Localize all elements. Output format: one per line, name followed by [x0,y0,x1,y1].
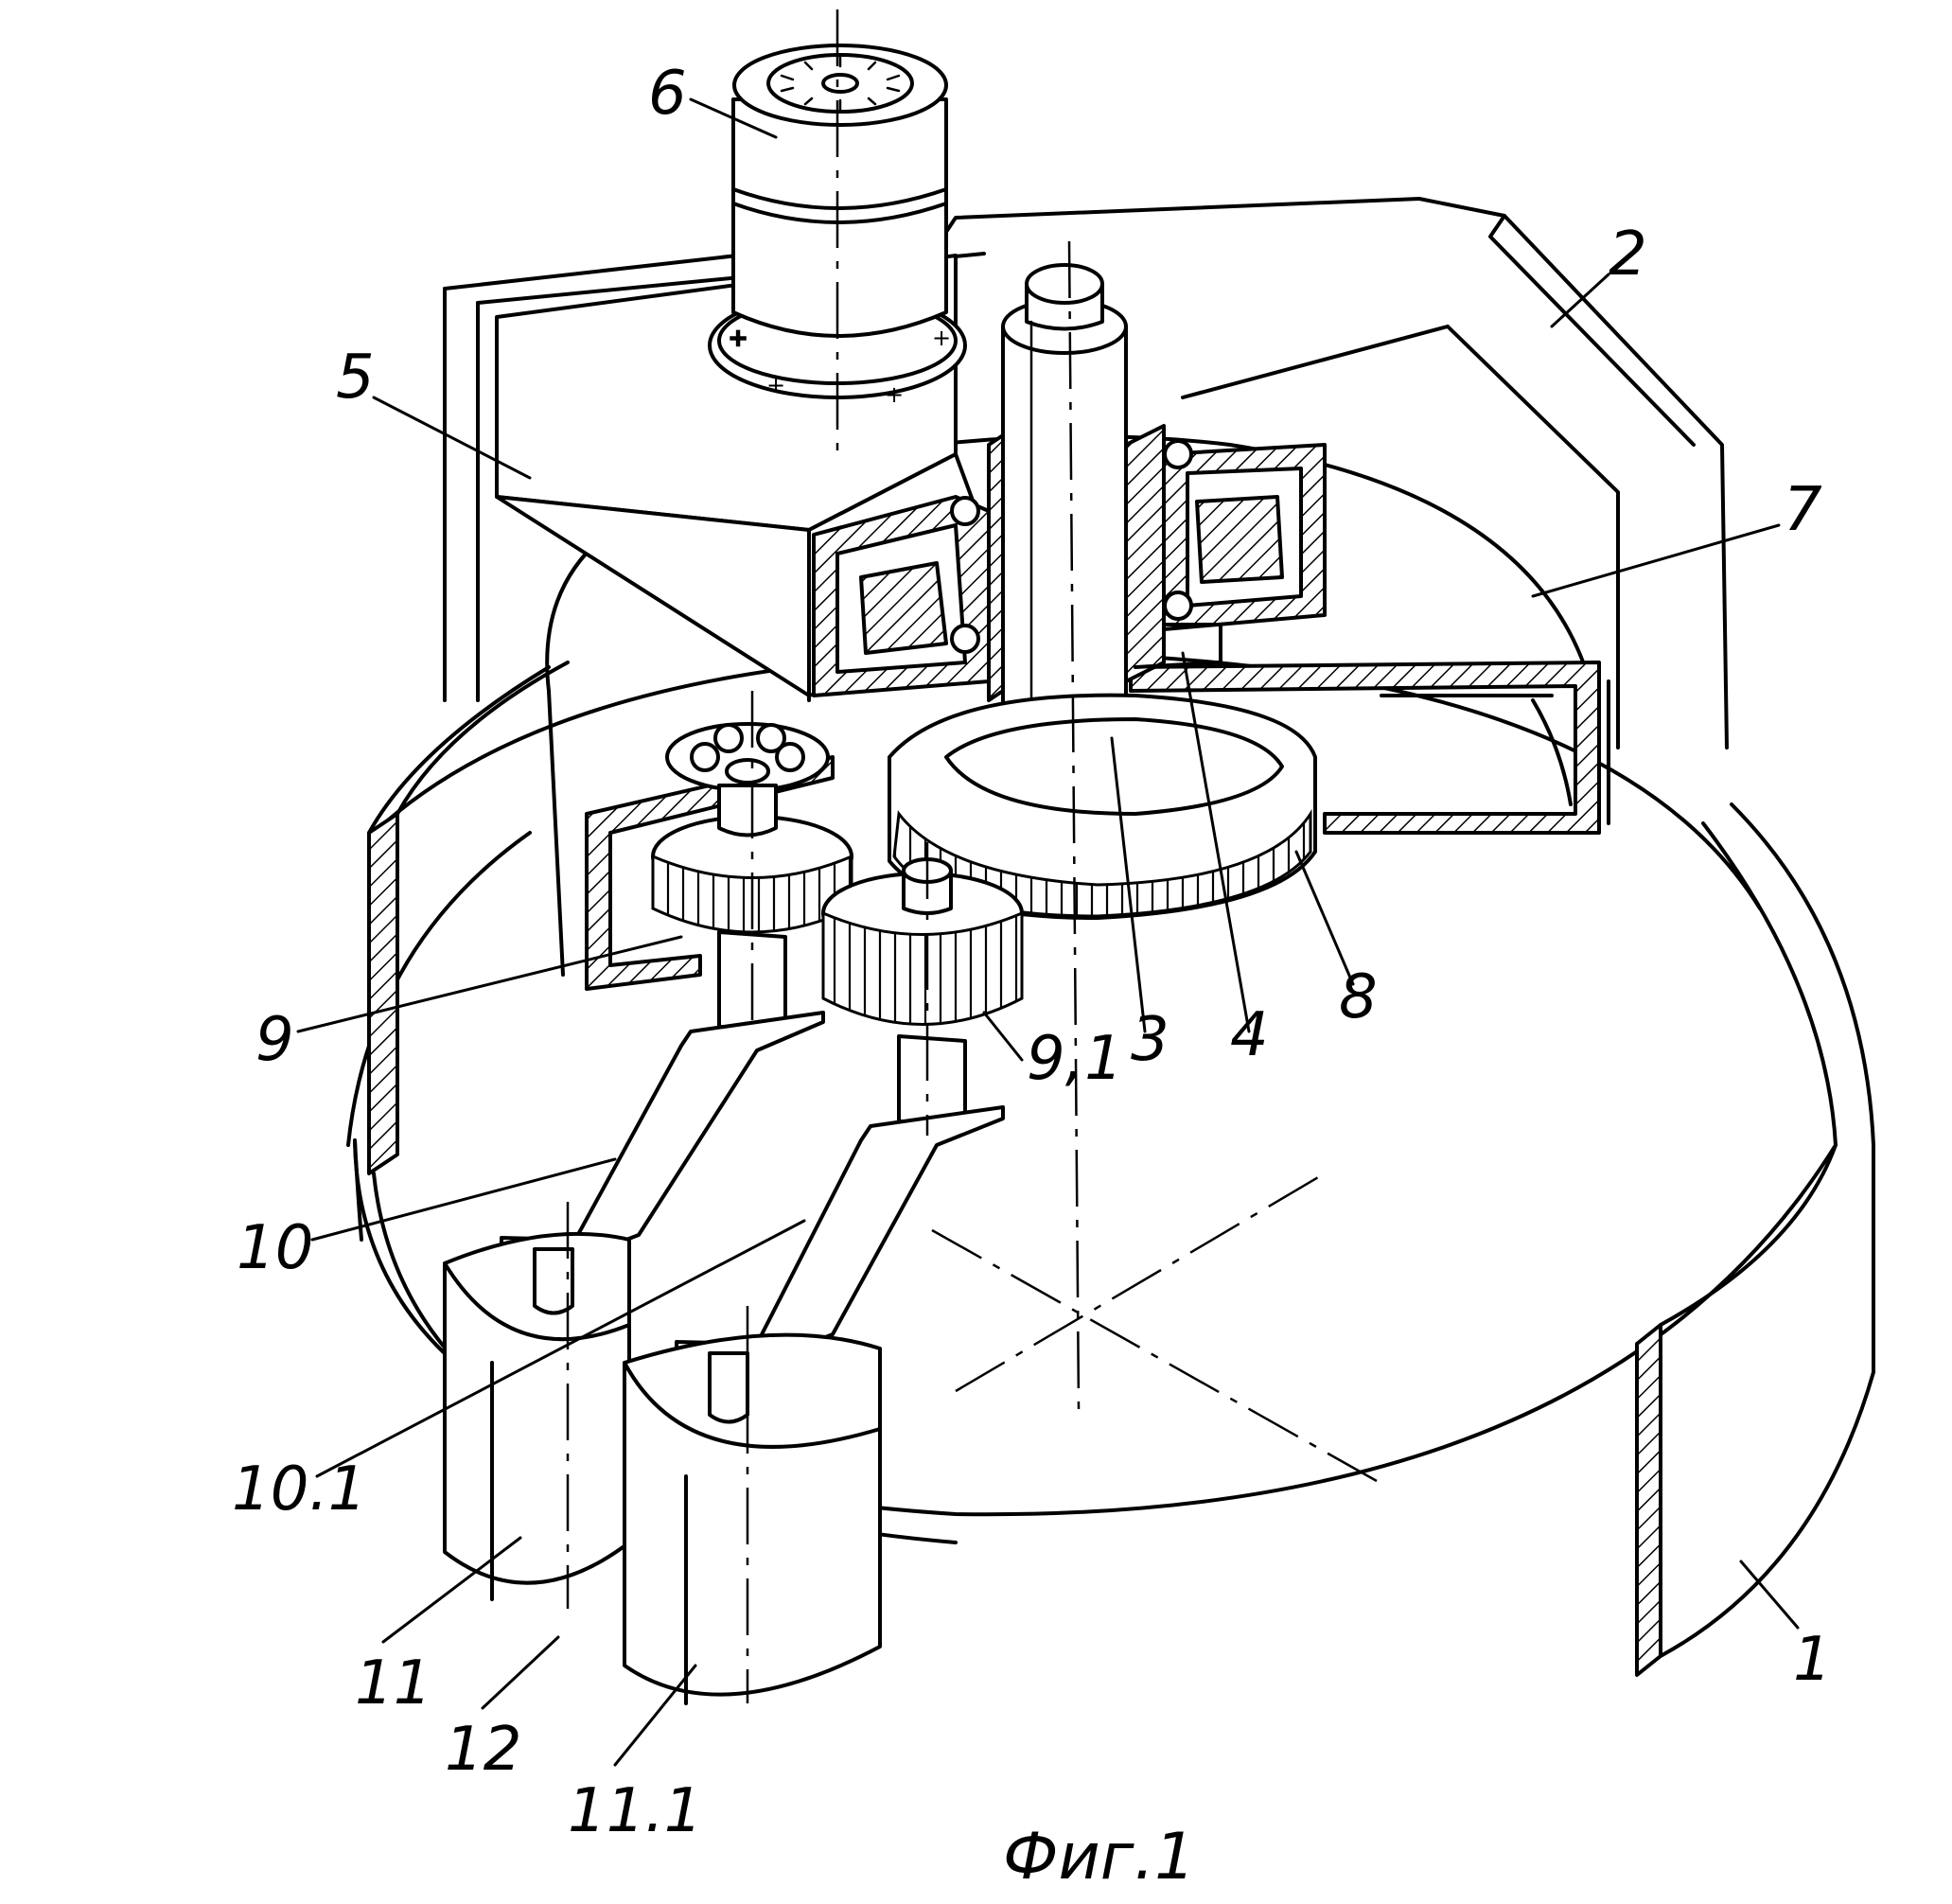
label-6: 6 [648,59,687,129]
label-12: 12 [445,1715,521,1785]
svg-text:+: + [766,372,785,398]
label-11-1: 11.1 [568,1776,703,1846]
label-9-1: 9,1 [1027,1024,1123,1094]
gear-9-1 [823,859,1022,1025]
label-10-1: 10.1 [232,1454,367,1525]
roller-11-1 [624,1335,880,1703]
label-2: 2 [1609,220,1647,290]
svg-text:+: + [885,381,904,408]
label-9: 9 [255,1005,294,1075]
label-4: 4 [1230,1000,1269,1070]
figure-caption: Фиг.1 [1003,1820,1195,1895]
shaft-3 [1003,265,1126,757]
svg-text:+: + [729,325,747,351]
label-3: 3 [1131,1005,1169,1075]
label-8: 8 [1339,962,1378,1032]
roller-11 [445,1234,629,1599]
lever-10-1 [677,1107,1003,1363]
label-7: 7 [1784,475,1822,545]
label-11: 11 [355,1648,431,1719]
label-5: 5 [336,343,375,413]
label-10: 10 [237,1213,313,1283]
lever-10 [501,1013,823,1259]
label-1: 1 [1793,1625,1832,1695]
svg-text:+: + [932,325,951,351]
